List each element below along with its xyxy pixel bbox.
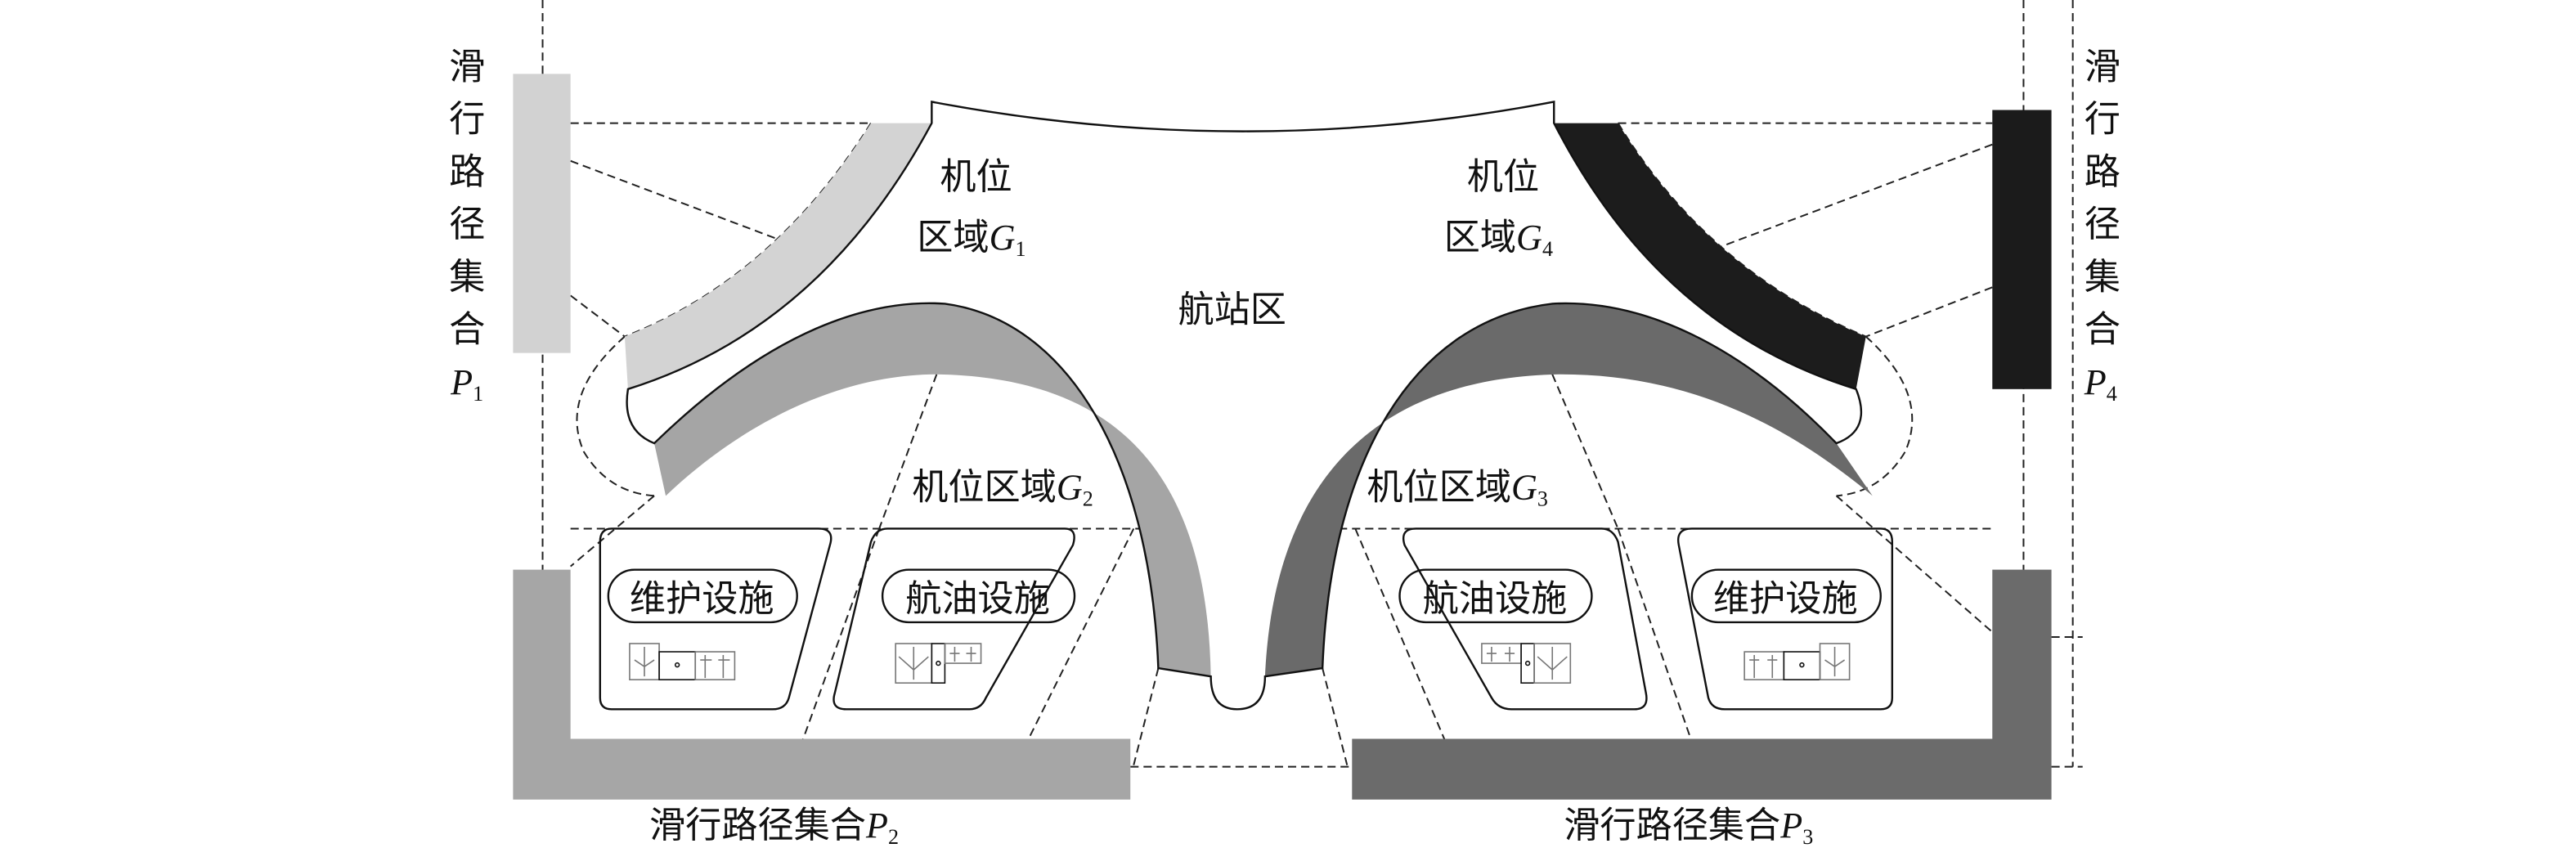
taxi-path-p1-bar	[513, 74, 571, 353]
maintenance-hangar-icon	[629, 643, 736, 680]
svg-text:径: 径	[449, 204, 485, 245]
taxi-path-p4-bar	[1992, 110, 2052, 389]
taxi-path-p2-label: 滑行路径集合P2	[649, 805, 899, 849]
stand-g2-label: 机位区域G2	[912, 466, 1093, 510]
taxi-path-p3-bar	[1352, 569, 2052, 800]
svg-text:行: 行	[2085, 99, 2120, 141]
taxi-path-p3-label: 滑行路径集合P3	[1564, 805, 1813, 849]
svg-text:径: 径	[2085, 204, 2120, 245]
svg-text:路: 路	[2085, 151, 2120, 193]
svg-text:P4: P4	[2084, 362, 2117, 406]
taxi-path-p4-label: 滑 行 路 径 集 合 P4	[2084, 46, 2120, 406]
taxi-path-p1-label: 滑 行 路 径 集 合 P1	[449, 46, 485, 406]
stand-g1-label-line1: 机位	[940, 156, 1012, 198]
svg-text:滑: 滑	[2085, 46, 2120, 87]
svg-text:集: 集	[449, 256, 485, 298]
facility-maintenance-right: 维护设施	[1676, 527, 1894, 711]
facility-label: 维护设施	[1713, 578, 1858, 620]
facility-fuel-right: 航油设施	[1398, 527, 1648, 711]
facility-maintenance-left: 维护设施	[599, 527, 832, 711]
stand-band-g4	[1554, 123, 1866, 389]
facility-label: 维护设施	[630, 578, 774, 620]
region-boundaries	[541, 0, 2083, 772]
stand-g4-label-line2: 区域G4	[1444, 217, 1553, 261]
stand-g1-label-line2: 区域G1	[917, 217, 1025, 261]
terminal-label: 航站区	[1178, 289, 1286, 331]
stand-g3-label: 机位区域G3	[1367, 466, 1548, 510]
stand-g4-label-line1: 机位	[1467, 156, 1539, 198]
facility-label: 航油设施	[1423, 578, 1568, 620]
stand-band-g2	[654, 303, 1211, 677]
fuel-station-icon	[1481, 643, 1572, 684]
facility-label: 航油设施	[905, 578, 1050, 620]
terminal-area-outline	[626, 101, 1863, 711]
svg-text:集: 集	[2085, 256, 2120, 298]
svg-text:滑: 滑	[449, 46, 485, 87]
stand-band-g1	[624, 123, 932, 389]
svg-text:合: 合	[449, 309, 485, 351]
maintenance-hangar-icon	[1744, 643, 1851, 680]
svg-text:路: 路	[449, 151, 485, 193]
stand-band-g3	[1264, 303, 1873, 677]
svg-text:P1: P1	[450, 362, 483, 406]
svg-text:行: 行	[449, 99, 485, 141]
svg-text:合: 合	[2085, 309, 2120, 351]
facility-fuel-left: 航油设施	[832, 527, 1076, 711]
fuel-station-icon	[895, 643, 982, 684]
taxi-path-p2-bar	[513, 569, 1131, 800]
